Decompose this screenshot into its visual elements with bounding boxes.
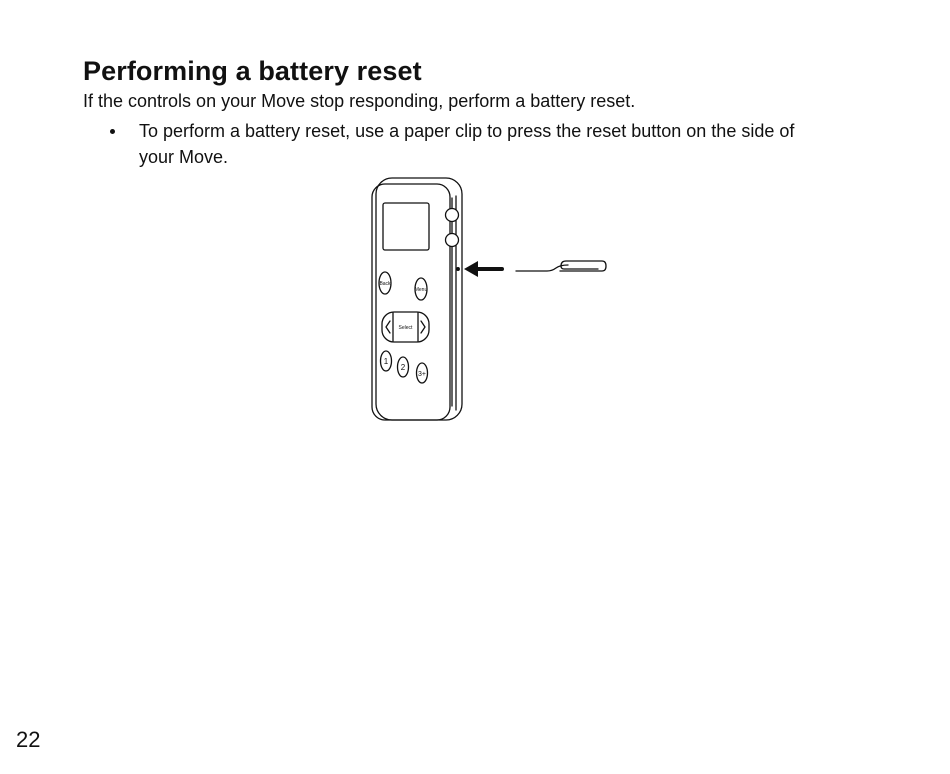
reset-hole (456, 267, 460, 271)
intro-text: If the controls on your Move stop respon… (83, 91, 636, 111)
instruction-list: To perform a battery reset, use a paper … (108, 118, 828, 170)
select-label: Select (399, 325, 414, 331)
button-2: 2 (396, 356, 410, 378)
rocker-dividers (392, 312, 419, 342)
bullet-icon (110, 129, 115, 134)
list-item: To perform a battery reset, use a paper … (108, 118, 828, 170)
button-2-label: 2 (401, 363, 406, 372)
paper-clip-icon (515, 260, 607, 272)
device-front (371, 183, 451, 421)
page-heading: Performing a battery reset (83, 56, 422, 86)
button-1-label: 1 (384, 357, 389, 366)
menu-label: Menu (415, 287, 428, 293)
page-number: 22 (16, 727, 41, 752)
move-device: Back Menu Select 1 2 3+ (371, 177, 463, 421)
button-3: 3+ (415, 362, 429, 384)
side-button-top (444, 207, 460, 223)
battery-reset-illustration: Back Menu Select 1 2 3+ (371, 177, 607, 421)
select-rocker: Select (381, 311, 430, 343)
button-1: 1 (379, 350, 393, 372)
device-screen (382, 202, 430, 251)
back-button: Back (378, 271, 392, 295)
button-3-label: 3+ (418, 371, 426, 378)
chevron-left-icon (385, 320, 391, 334)
arrow-left-icon (464, 261, 504, 277)
menu-button: Menu (414, 277, 428, 301)
chevron-right-icon (420, 320, 426, 334)
list-item-text: To perform a battery reset, use a paper … (139, 121, 795, 167)
back-label: Back (379, 281, 391, 287)
side-button-bottom (444, 232, 460, 248)
